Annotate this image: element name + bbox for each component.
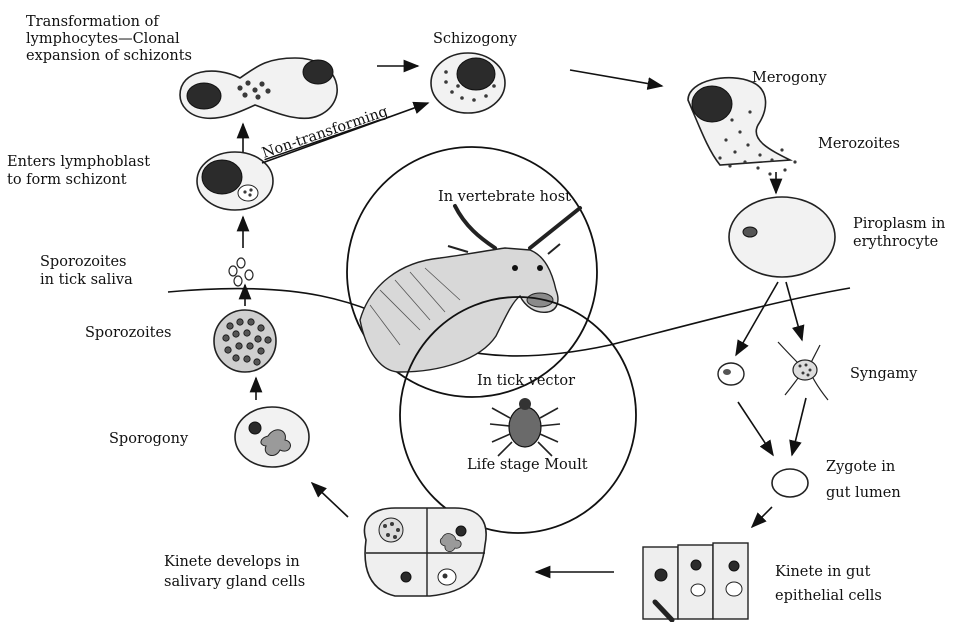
arrow-zygote-to-gut: [752, 507, 772, 527]
merozoites-label: Merozoites: [818, 136, 900, 152]
sporogony-label: Sporogony: [109, 431, 189, 447]
merogony-cell-icon: [688, 78, 797, 176]
salivary-gland-cells-icon: [364, 508, 486, 596]
vertebrate-host-label: In vertebrate host: [438, 189, 571, 205]
enters-lymphoblast-label-line1: Enters lymphoblast: [7, 154, 150, 170]
syngamy-label: Syngamy: [850, 366, 918, 382]
tick-icon: [490, 398, 560, 456]
transformation-label-line3: expansion of schizonts: [26, 48, 192, 64]
schizogony-cell-icon: [431, 53, 505, 113]
dividing-lymphocyte-cell-icon: [180, 58, 337, 118]
arrow-gamete-to-zygote: [738, 402, 773, 455]
arrow-salivary-to-sporogony: [312, 483, 348, 517]
kinete-salivary-label-line2: salivary gland cells: [164, 574, 305, 590]
free-sporozoites-icon: [229, 258, 253, 286]
life-stage-label: Life stage Moult: [467, 457, 588, 473]
gut-epithelial-cells-icon: [643, 543, 748, 620]
gamete-cell-icon: [718, 363, 744, 385]
merogony-label: Merogony: [752, 70, 827, 86]
lymphoblast-schizont-cell-icon: [197, 152, 273, 210]
zygote-label-line1: Zygote in: [826, 459, 895, 475]
schizogony-label: Schizogony: [433, 31, 518, 47]
zygote-label-line2: gut lumen: [826, 485, 901, 501]
kinete-gut-label-line2: epithelial cells: [775, 588, 882, 604]
arrow-piroplasm-to-gamete: [736, 282, 778, 355]
syngamy-icon: [778, 342, 828, 400]
zygote-icon: [772, 469, 808, 497]
sporozoites-label: Sporozoites: [85, 325, 171, 341]
piroplasm-label-line1: Piroplasm in: [853, 216, 945, 232]
enters-lymphoblast-label-line2: to form schizont: [7, 172, 127, 188]
kinete-salivary-label-line1: Kinete develops in: [164, 554, 300, 570]
cow-icon: [360, 206, 580, 372]
arrow-piroplasm-to-syngamy: [786, 282, 802, 340]
tick-vector-label: In tick vector: [477, 373, 575, 389]
sporozoites-saliva-label-line1: Sporozoites: [40, 254, 126, 270]
transformation-label-line1: Transformation of: [26, 14, 160, 30]
sporozoites-cell-icon: [214, 310, 276, 372]
arrow-syngamy-to-zygote: [792, 398, 806, 455]
transformation-label-line2: lymphocytes—Clonal: [26, 31, 180, 47]
piroplasm-label-line2: erythrocyte: [853, 234, 938, 250]
sporogony-cell-icon: [235, 407, 309, 467]
piroplasm-erythrocyte-icon: [729, 197, 835, 277]
sporozoites-saliva-label-line2: in tick saliva: [40, 272, 133, 288]
kinete-gut-label-line1: Kinete in gut: [775, 564, 871, 580]
arrow-schizogony-to-merogony: [570, 70, 662, 86]
